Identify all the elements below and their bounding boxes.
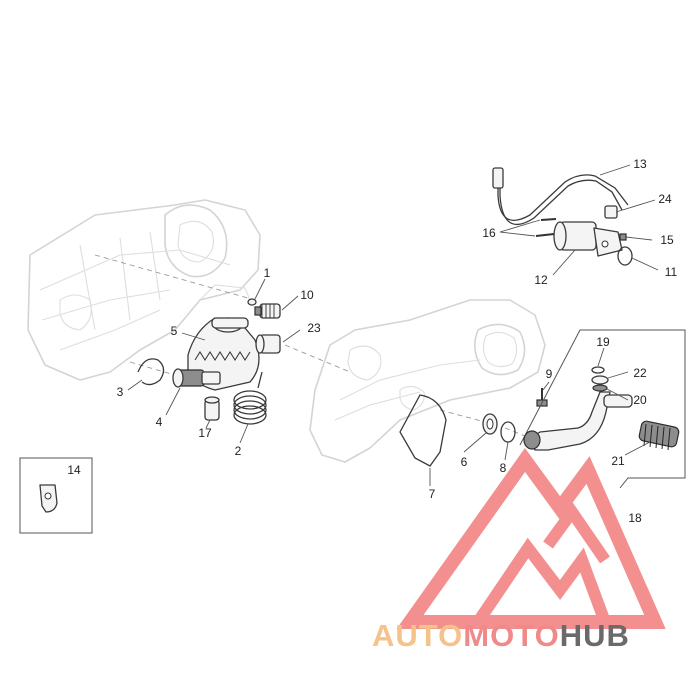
callout-21: 21 <box>611 454 625 468</box>
clip-part-14 <box>39 484 58 513</box>
assembly-lines <box>94 254 536 441</box>
transmission-cover-ghost <box>309 299 546 463</box>
gasket-part-7 <box>399 394 447 467</box>
starter-motor-group <box>492 167 633 266</box>
callout-2: 2 <box>235 444 242 458</box>
watermark-moto: MOTO <box>463 618 559 653</box>
watermark-logo <box>396 448 666 629</box>
callout-4: 4 <box>156 415 163 429</box>
kick-lever-frame <box>519 329 686 489</box>
spring-clip-part-3 <box>137 358 165 386</box>
callout-22: 22 <box>633 366 647 380</box>
washer-part-6 <box>482 413 498 435</box>
shaft-part-4 <box>172 368 221 388</box>
callout-16: 16 <box>482 226 496 240</box>
pin-part-1 <box>247 298 257 306</box>
callout-12: 12 <box>534 273 548 287</box>
callout-14: 14 <box>67 463 81 477</box>
pedal-part-21 <box>638 420 680 451</box>
leader-lines <box>127 164 659 486</box>
spring-part-20 <box>592 384 608 392</box>
callout-23: 23 <box>307 321 321 335</box>
callout-9: 9 <box>546 367 553 381</box>
bushing-part-17 <box>204 396 220 421</box>
watermark-hub: HUB <box>560 618 630 653</box>
callout-3: 3 <box>117 385 124 399</box>
callout-13: 13 <box>633 157 647 171</box>
callout-8: 8 <box>500 461 507 475</box>
gear-part-10 <box>254 303 281 319</box>
washer-part-22 <box>591 375 609 385</box>
callout-24: 24 <box>658 192 672 206</box>
bushing-part-23 <box>255 334 281 354</box>
callout-5: 5 <box>171 324 178 338</box>
watermark-text: AUTOMOTOHUB <box>372 618 630 653</box>
callout-10: 10 <box>300 288 314 302</box>
o-ring-part-8 <box>500 421 516 443</box>
callout-17: 17 <box>198 426 212 440</box>
callouts: 1 2 3 4 5 6 7 8 9 10 11 12 13 14 15 16 1… <box>67 157 677 525</box>
circlip-part-19 <box>591 366 605 374</box>
callout-7: 7 <box>429 487 436 501</box>
callout-20: 20 <box>633 393 647 407</box>
part-14-box <box>19 457 93 534</box>
callout-6: 6 <box>461 455 468 469</box>
callout-11: 11 <box>665 265 678 279</box>
coil-spring-part-2 <box>233 371 267 425</box>
callout-15: 15 <box>660 233 674 247</box>
watermark-auto: AUTO <box>372 618 463 653</box>
callout-19: 19 <box>596 335 610 349</box>
callout-1: 1 <box>264 266 271 280</box>
callout-18: 18 <box>628 511 642 525</box>
crankcase-ghost <box>27 199 261 381</box>
